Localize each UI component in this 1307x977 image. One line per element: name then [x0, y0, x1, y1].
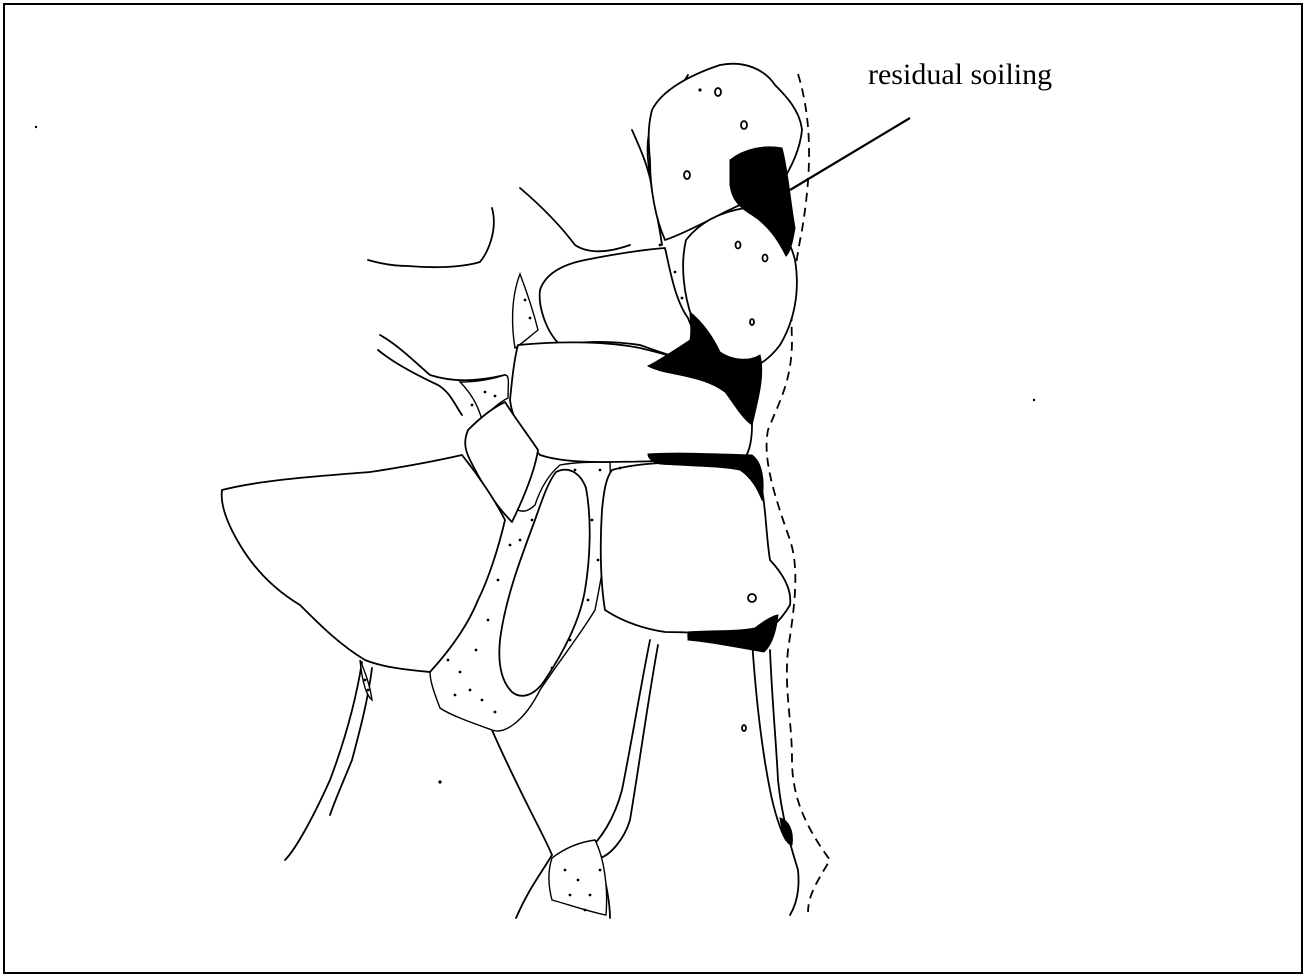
- stipple-dots: [35, 88, 1035, 911]
- leader-line: [790, 118, 910, 190]
- residual-soiling-label: residual soiling: [868, 58, 1052, 91]
